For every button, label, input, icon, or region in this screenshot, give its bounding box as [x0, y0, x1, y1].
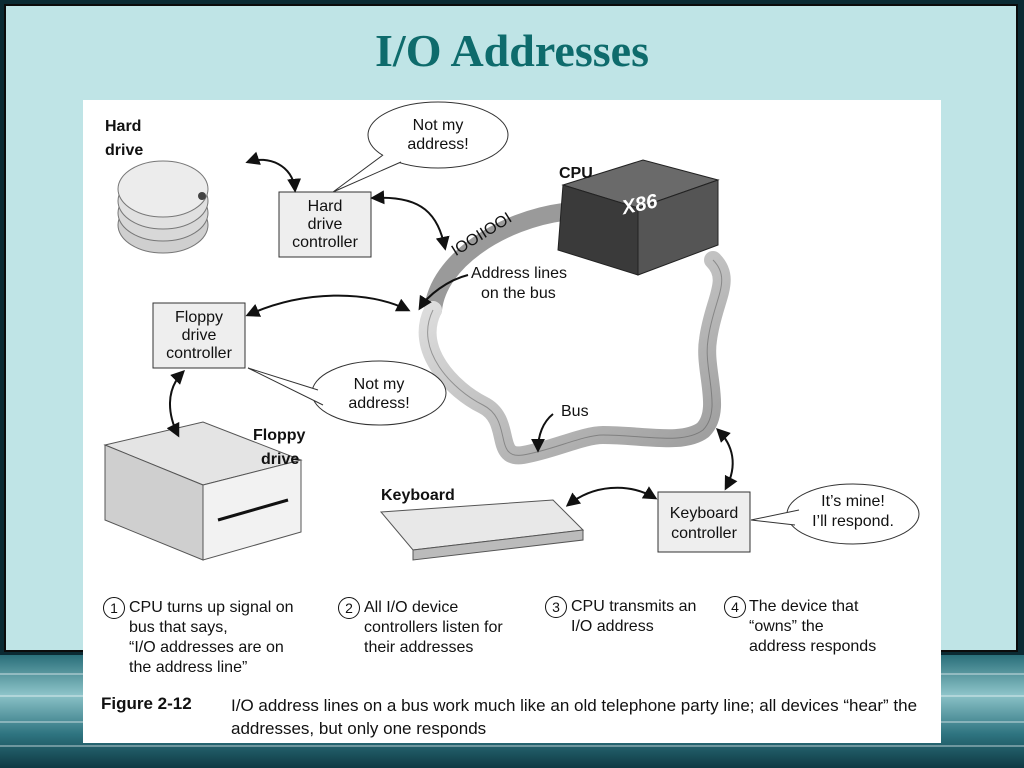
address-lines-label-1: Address lines	[471, 265, 567, 282]
step-3-number: 3	[545, 596, 567, 618]
keyboard-label: Keyboard	[381, 487, 455, 504]
floppy-controller-box	[152, 302, 246, 369]
step-3-text: CPU transmits an I/O address	[571, 598, 697, 635]
floppy-drive-label: Floppy	[253, 427, 306, 444]
floppy-speech-bubble	[311, 360, 447, 426]
floppy-drive-icon	[103, 421, 303, 561]
hard-drive-icon	[117, 160, 209, 254]
step-2-number: 2	[338, 597, 360, 619]
floppy-controller-line2: drive	[182, 327, 217, 344]
keyboard-controller-box	[657, 491, 751, 553]
hd-controller-line2: drive	[308, 216, 343, 233]
step-2-text: All I/O device controllers listen for th…	[364, 599, 503, 656]
hd-bubble-line1: Not my	[413, 117, 464, 134]
figure-caption-text: I/O address lines on a bus work much lik…	[231, 696, 918, 738]
hd-controller-line3: controller	[292, 234, 358, 251]
bus-label: Bus	[561, 403, 589, 420]
step-4-text: The device that “owns” the address respo…	[749, 598, 877, 655]
cpu-chip-icon	[557, 159, 720, 276]
step-1-text: CPU turns up signal on bus that says, “I…	[129, 599, 294, 676]
hd-bubble-line2: address!	[407, 136, 468, 153]
address-lines-label-2: on the bus	[481, 285, 556, 302]
floppy-controller-line3: controller	[166, 345, 232, 362]
slide-title: I/O Addresses	[375, 25, 649, 76]
kb-controller-line1: Keyboard	[670, 505, 739, 522]
floppy-drive-label-2: drive	[261, 451, 299, 468]
hard-drive-label-2: drive	[105, 142, 143, 159]
floppy-controller-line1: Floppy	[175, 309, 223, 326]
floppy-bubble-line1: Not my	[354, 376, 405, 393]
cpu-label: CPU	[559, 165, 593, 182]
kb-bubble-line2: I’ll respond.	[812, 513, 894, 530]
diagram-canvas: IOOIIOOI Hard drive Hard drive controlle…	[103, 101, 920, 561]
step-4-number: 4	[724, 596, 746, 618]
hd-controller-line1: Hard	[308, 198, 343, 215]
step-1-number: 1	[103, 597, 125, 619]
kb-controller-line2: controller	[671, 525, 737, 542]
figure-caption-label: Figure 2-12	[101, 694, 192, 713]
floppy-bubble-line2: address!	[348, 395, 409, 412]
kb-bubble-line1: It’s mine!	[821, 493, 885, 510]
figure-panel: IOOIIOOI Hard drive Hard drive controlle…	[83, 100, 941, 743]
connector-arrows	[166, 151, 738, 507]
keyboard-icon	[379, 499, 585, 561]
hd-speech-bubble	[367, 101, 509, 169]
hard-drive-controller-box	[278, 191, 372, 258]
hard-drive-label: Hard	[105, 118, 141, 135]
